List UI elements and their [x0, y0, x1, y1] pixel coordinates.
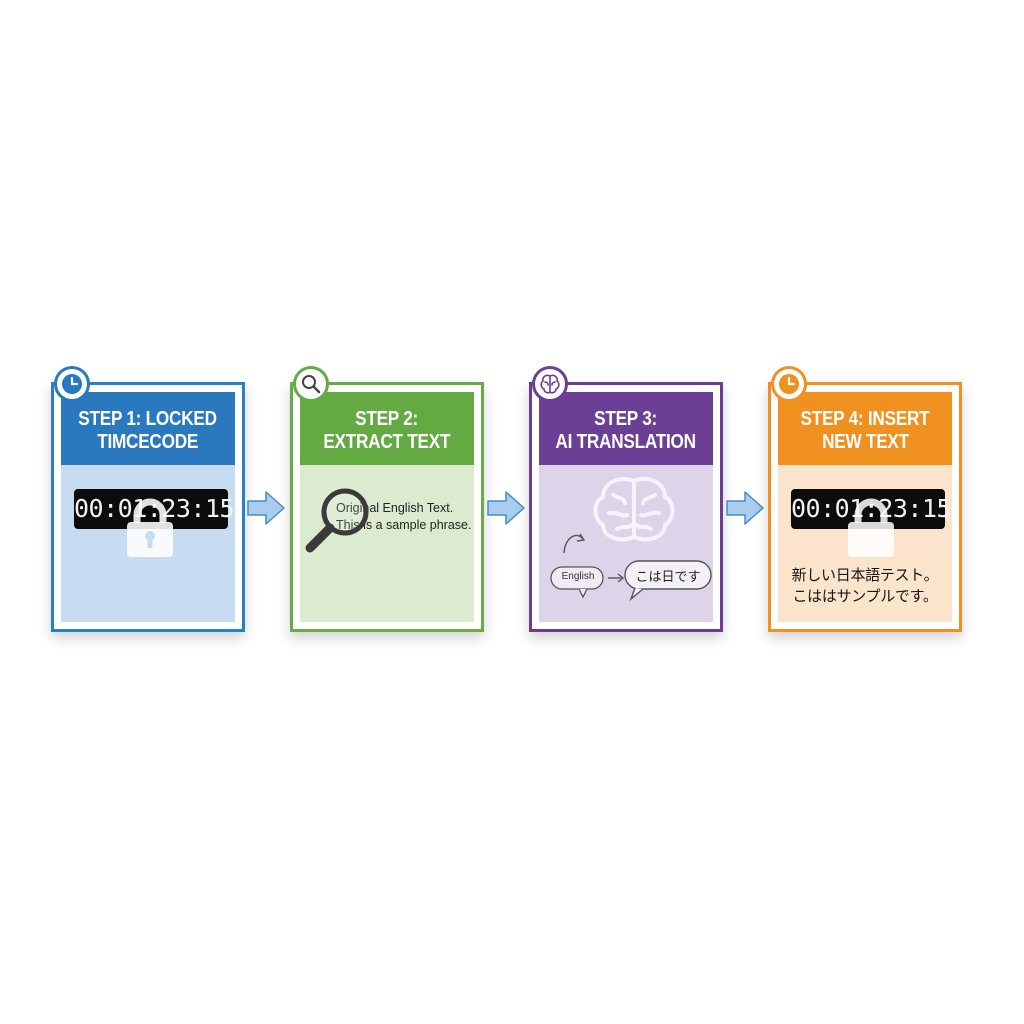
- step-1-header: STEP 1: LOCKED TIMCECODE: [61, 392, 235, 465]
- magnifier-icon: [305, 488, 369, 553]
- step-2-header: STEP 2: EXTRACT TEXT: [300, 392, 474, 465]
- source-language-label: English: [561, 571, 595, 582]
- step-2-card: STEP 2: EXTRACT TEXT Original English Te…: [290, 382, 484, 632]
- step-3-card: STEP 3: AI TRANSLATION: [529, 382, 723, 632]
- target-language-label: こは日です: [635, 570, 701, 585]
- step-2-body: Original English Text. This is a sample …: [300, 465, 474, 622]
- step-1-title-line1: STEP 1: LOCKED: [78, 407, 218, 430]
- clock-icon: [779, 374, 799, 394]
- step-1-badge: [54, 366, 90, 402]
- extracted-text-line2: This is a sample phrase.: [336, 518, 472, 532]
- step-4-title-line2: NEW TEXT: [821, 430, 909, 453]
- step-1-card: STEP 1: LOCKED TIMCECODE 00:01:23:15: [51, 382, 245, 632]
- magnifier-icon: [302, 375, 321, 394]
- arrow-step1-to-step2: [247, 491, 285, 525]
- step-3-header: STEP 3: AI TRANSLATION: [539, 392, 713, 465]
- lock-icon: [848, 498, 894, 557]
- step-4-badge: [771, 366, 807, 402]
- step-2-badge: [293, 366, 329, 402]
- step-1-timecode: 00:01:23:15: [74, 489, 235, 529]
- step-3-body: English こは日です: [539, 465, 713, 622]
- step-2-title-line1: STEP 2:: [355, 407, 419, 430]
- step-4-header: STEP 4: INSERT NEW TEXT: [778, 392, 952, 465]
- target-bubble: [624, 560, 712, 590]
- step-4-title-line1: STEP 4: INSERT: [800, 407, 930, 430]
- arrow-step2-to-step3: [487, 491, 525, 525]
- lock-icon: [127, 498, 173, 557]
- brain-icon: [540, 374, 560, 394]
- step-3-badge: [532, 366, 568, 402]
- step-1-title-line2: TIMCECODE: [97, 430, 199, 453]
- inserted-text-line2: こははサンプルです。: [792, 587, 938, 605]
- step-4-card: STEP 4: INSERT NEW TEXT 00:01:23:15 新しい日…: [768, 382, 962, 632]
- step-1-body: 00:01:23:15: [61, 465, 235, 622]
- brain-icon: [593, 477, 675, 542]
- clock-icon: [62, 374, 82, 394]
- inserted-text-line1: 新しい日本語テスト。: [791, 566, 939, 584]
- step-4-body: 00:01:23:15 新しい日本語テスト。 こははサンプルです。: [778, 465, 952, 622]
- step-3-title-line1: STEP 3:: [594, 407, 658, 430]
- arrow-step3-to-step4: [726, 491, 764, 525]
- inserted-japanese-text: 新しい日本語テスト。 こははサンプルです。: [778, 565, 952, 607]
- step-2-title-line2: EXTRACT TEXT: [323, 430, 451, 453]
- translation-graphic: [550, 533, 712, 602]
- step-3-title-line2: AI TRANSLATION: [555, 430, 697, 453]
- source-bubble: [550, 566, 604, 590]
